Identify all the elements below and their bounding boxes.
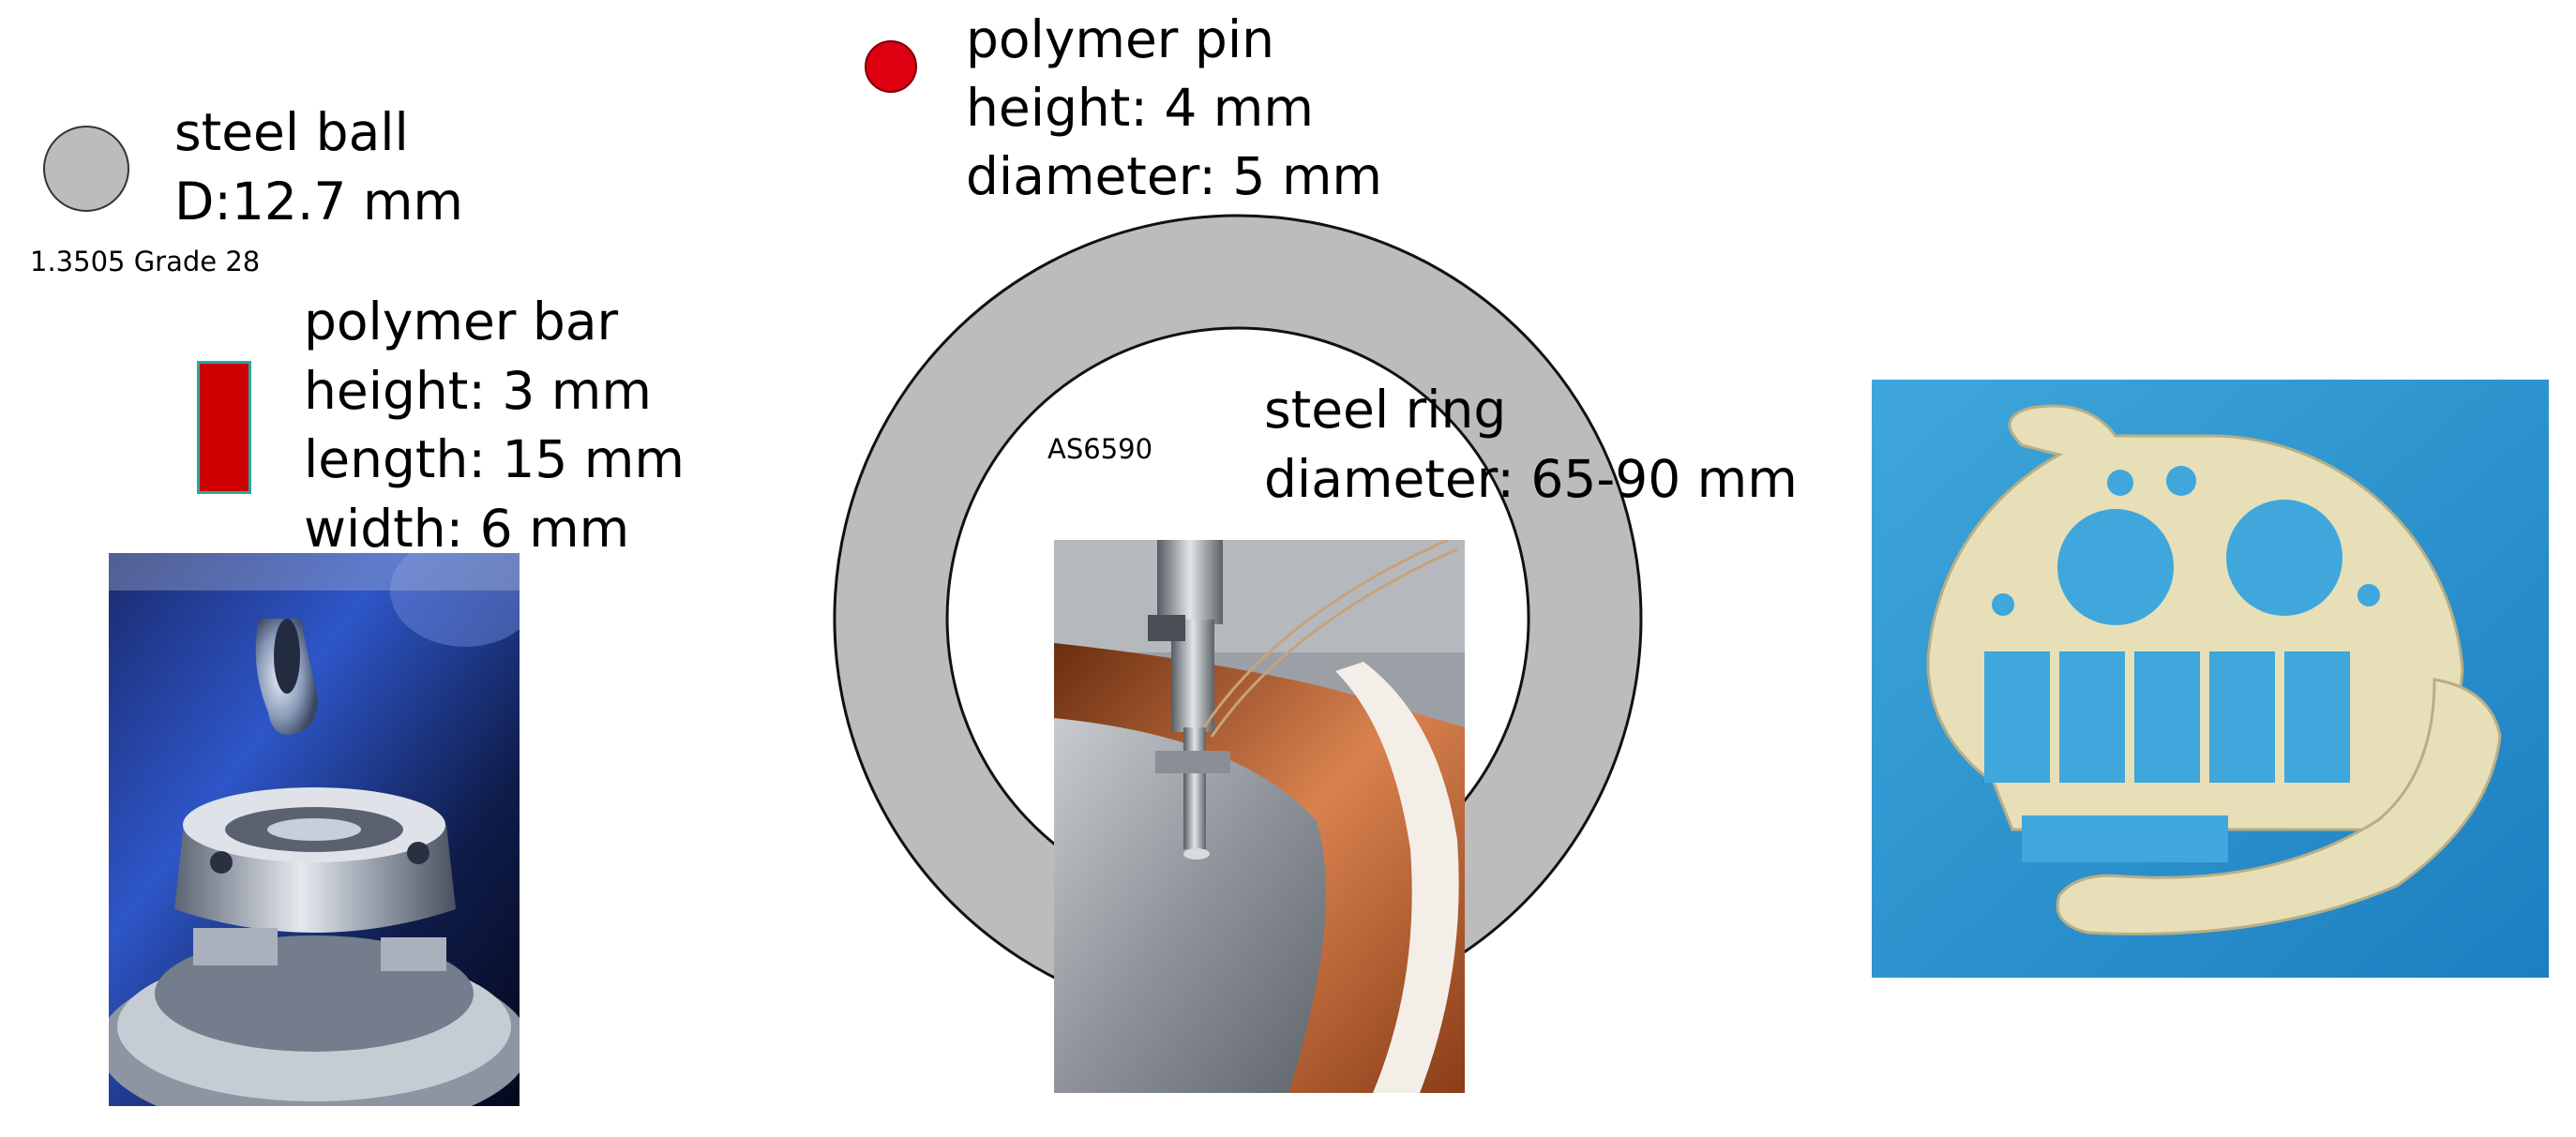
polymer-pin-height: height: 4 mm [966, 78, 1314, 138]
steel-ball-icon [43, 126, 129, 212]
steel-ring-grade: AS6590 [1047, 433, 1153, 465]
polymer-bar-icon [197, 361, 251, 494]
steel-ball-diameter: D:12.7 mm [174, 172, 463, 232]
pin-on-disc-photo [1054, 540, 1465, 1093]
polymer-bar-width: width: 6 mm [304, 499, 630, 559]
steel-ball-grade: 1.3505 Grade 28 [30, 246, 261, 277]
polymer-pin-title: polymer pin [966, 9, 1274, 69]
polymer-part-photo [1872, 380, 2549, 978]
steel-ring-diameter: diameter: 65-90 mm [1264, 449, 1798, 509]
polymer-bar-length: length: 15 mm [304, 429, 685, 489]
ball-on-disc-photo [109, 553, 520, 1106]
polymer-pin-icon [865, 40, 917, 93]
polymer-pin-diameter: diameter: 5 mm [966, 146, 1383, 206]
polymer-bar-height: height: 3 mm [304, 361, 652, 421]
steel-ball-title: steel ball [174, 102, 409, 162]
polymer-bar-title: polymer bar [304, 292, 619, 352]
steel-ring-title: steel ring [1264, 380, 1507, 440]
